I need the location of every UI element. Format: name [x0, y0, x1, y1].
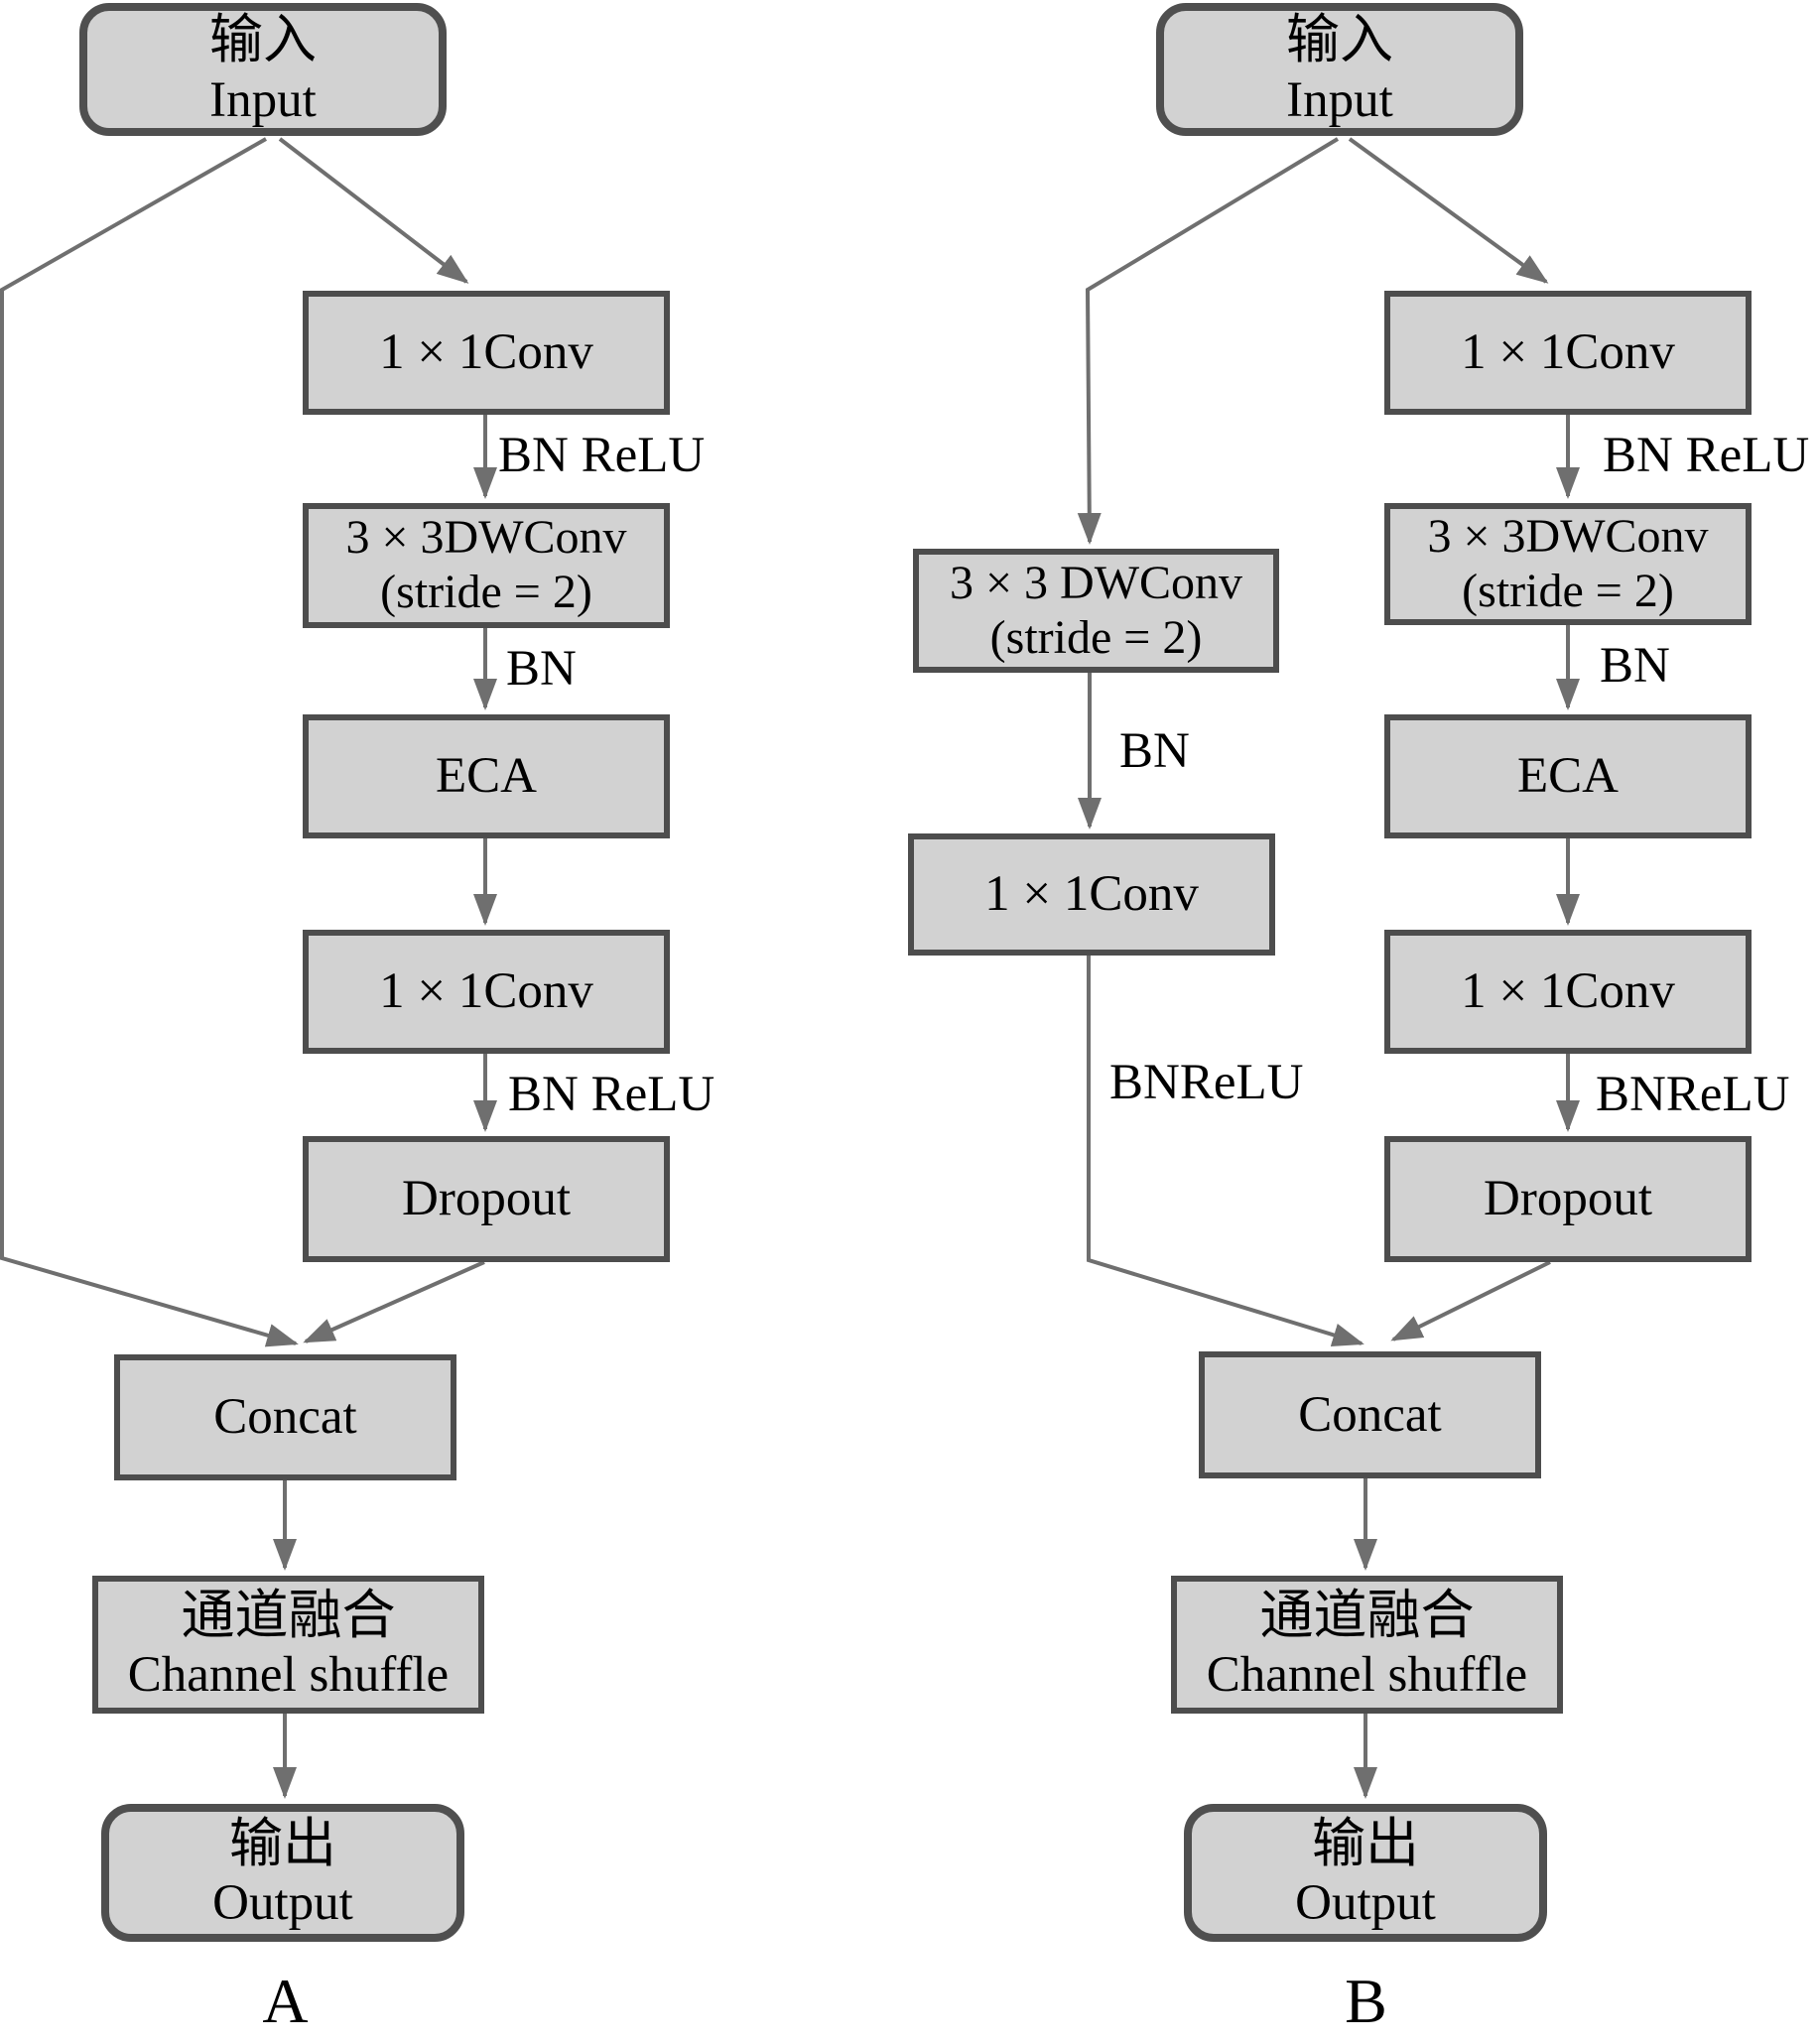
a-dwconv-label-line2: (stride = 2): [380, 566, 592, 618]
a-eca-node: ECA: [303, 714, 670, 838]
b-dropout-label: Dropout: [1484, 1171, 1652, 1227]
b-left-conv-label: 1 × 1Conv: [984, 866, 1199, 923]
b-concat-node: Concat: [1199, 1351, 1541, 1478]
b-left-bn-label: BN: [1119, 723, 1190, 779]
b-conv1-label: 1 × 1Conv: [1461, 324, 1675, 381]
a-bn-label: BN: [506, 641, 577, 697]
a-eca-label: ECA: [436, 748, 537, 805]
a-output-label-zh: 输出: [229, 1813, 336, 1873]
a-concat-label: Concat: [213, 1389, 357, 1446]
a-dropout-node: Dropout: [303, 1136, 670, 1262]
edge-b-input-to-conv1: [1348, 137, 1549, 284]
b-shuffle-label-zh: 通道融合: [1259, 1585, 1475, 1645]
a-dwconv-node: 3 × 3DWConv (stride = 2): [303, 503, 670, 628]
b-channel-shuffle-node: 通道融合 Channel shuffle: [1171, 1576, 1563, 1714]
b-conv2-node: 1 × 1Conv: [1384, 930, 1752, 1054]
a-shuffle-label-zh: 通道融合: [181, 1585, 396, 1645]
b-output-node: 输出 Output: [1184, 1804, 1547, 1942]
b-left-dwconv-node: 3 × 3 DWConv (stride = 2): [913, 549, 1279, 673]
b-concat-label: Concat: [1298, 1386, 1442, 1443]
a-dropout-label: Dropout: [402, 1171, 571, 1227]
b-input-label-en: Input: [1286, 71, 1393, 128]
b-bn-label: BN: [1600, 638, 1670, 694]
a-bn-relu-label-1: BN ReLU: [498, 428, 706, 483]
edge-b-input-to-left-dwconv: [1077, 137, 1340, 545]
b-input-label-zh: 输入: [1286, 10, 1393, 70]
a-output-label-en: Output: [212, 1875, 353, 1932]
b-output-label-zh: 输出: [1312, 1813, 1419, 1873]
a-conv2-node: 1 × 1Conv: [303, 930, 670, 1054]
b-left-dwconv-label-line2: (stride = 2): [989, 610, 1203, 664]
b-dwconv-label-line2: (stride = 2): [1462, 564, 1674, 617]
a-input-node: 输入 Input: [79, 3, 447, 136]
b-left-bn-relu-label: BNReLU: [1109, 1055, 1304, 1110]
b-conv2-label: 1 × 1Conv: [1461, 963, 1675, 1020]
edge-b-dropout-to-concat: [1390, 1260, 1551, 1341]
b-dropout-node: Dropout: [1384, 1136, 1752, 1262]
b-conv1-node: 1 × 1Conv: [1384, 291, 1752, 415]
a-channel-shuffle-node: 通道融合 Channel shuffle: [92, 1576, 484, 1714]
a-dwconv-label-line1: 3 × 3DWConv: [345, 511, 627, 565]
a-input-label-en: Input: [209, 71, 317, 128]
b-shuffle-label-en: Channel shuffle: [1206, 1647, 1528, 1704]
a-shuffle-label-en: Channel shuffle: [127, 1647, 450, 1704]
a-input-label-zh: 输入: [209, 10, 317, 70]
a-concat-node: Concat: [114, 1354, 456, 1480]
b-caption: B: [1345, 1966, 1387, 2036]
b-dwconv-node: 3 × 3DWConv (stride = 2): [1384, 503, 1752, 625]
edge-a-dropout-to-concat: [303, 1260, 485, 1343]
a-output-node: 输出 Output: [101, 1804, 464, 1942]
edge-a-input-to-conv1: [278, 137, 469, 284]
b-eca-node: ECA: [1384, 714, 1752, 838]
b-left-dwconv-label-line1: 3 × 3 DWConv: [949, 556, 1243, 609]
b-bn-relu-label-1: BN ReLU: [1603, 428, 1810, 483]
b-bn-relu-label-2: BNReLU: [1596, 1067, 1790, 1122]
b-eca-label: ECA: [1517, 748, 1619, 805]
a-bn-relu-label-2: BN ReLU: [508, 1067, 715, 1122]
a-conv1-label: 1 × 1Conv: [379, 324, 593, 381]
edge-a-input-bypass-to-concat: [0, 137, 299, 1347]
a-caption: A: [262, 1966, 309, 2036]
a-conv1-node: 1 × 1Conv: [303, 291, 670, 415]
edge-b-left-conv-to-concat: [1087, 956, 1364, 1347]
b-input-node: 输入 Input: [1156, 3, 1523, 136]
b-output-label-en: Output: [1295, 1875, 1436, 1932]
b-dwconv-label-line1: 3 × 3DWConv: [1427, 509, 1709, 563]
b-left-conv-node: 1 × 1Conv: [908, 833, 1275, 956]
a-conv2-label: 1 × 1Conv: [379, 963, 593, 1020]
